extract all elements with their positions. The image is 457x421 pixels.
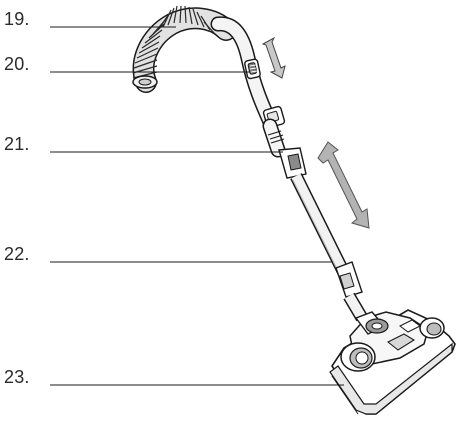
leader-lines (50, 26, 344, 386)
telescopic-tube (290, 173, 368, 322)
floor-nozzle (329, 309, 456, 415)
hose (132, 5, 237, 93)
nozzle-wheel-left (340, 342, 376, 372)
large-double-arrow (317, 141, 370, 229)
callout-label-23: 23. (4, 367, 30, 387)
callout-label-21: 21. (4, 134, 30, 154)
callout-label-22: 22. (4, 244, 30, 264)
callout-label-20: 20. (4, 54, 30, 74)
tube-release-button (262, 118, 307, 179)
callout-label-19: 19. (4, 9, 30, 29)
suction-regulator (244, 58, 261, 80)
nozzle-wheel-right (419, 317, 445, 339)
small-double-arrow (261, 36, 286, 79)
